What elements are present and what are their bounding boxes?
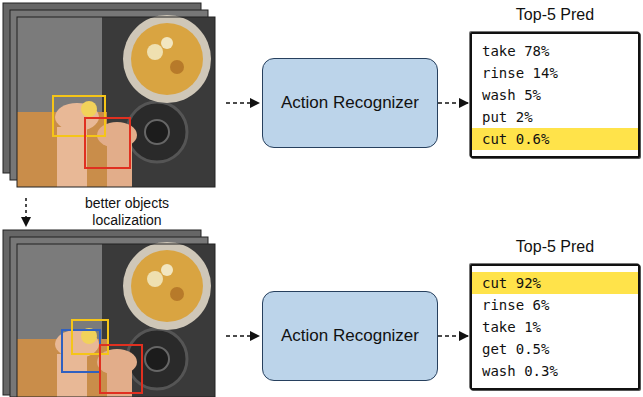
- prediction-panel: Top-5 Pred take 78%rinse 14%wash 5%put 2%…: [470, 6, 640, 158]
- model-label: Action Recognizer: [267, 93, 433, 113]
- prediction-line: rinse 6%: [482, 294, 628, 316]
- flow-arrow: [438, 102, 468, 104]
- prediction-line: wash 5%: [482, 84, 628, 106]
- prediction-line: rinse 14%: [482, 62, 628, 84]
- prediction-line: take 1%: [482, 316, 628, 338]
- prediction-line: wash 0.3%: [482, 360, 628, 382]
- flow-arrow: [438, 335, 468, 337]
- model-box: Action Recognizer: [262, 291, 438, 381]
- model-box: Action Recognizer: [262, 58, 438, 148]
- prediction-line: cut 92%: [472, 272, 638, 294]
- prediction-line: take 78%: [482, 40, 628, 62]
- prediction-line: put 2%: [482, 106, 628, 128]
- prediction-line: cut 0.6%: [472, 128, 638, 150]
- prediction-panel: Top-5 Pred cut 92%rinse 6%take 1%get 0.5%…: [470, 238, 640, 390]
- panel-heading: Top-5 Pred: [470, 238, 640, 256]
- prediction-frame: cut 92%rinse 6%take 1%get 0.5%wash 0.3%: [470, 264, 640, 390]
- model-label: Action Recognizer: [267, 326, 433, 346]
- annotation-text: better objects localization: [62, 195, 192, 229]
- panel-heading: Top-5 Pred: [470, 6, 640, 24]
- prediction-line: get 0.5%: [482, 338, 628, 360]
- prediction-frame: take 78%rinse 14%wash 5%put 2%cut 0.6%: [470, 32, 640, 158]
